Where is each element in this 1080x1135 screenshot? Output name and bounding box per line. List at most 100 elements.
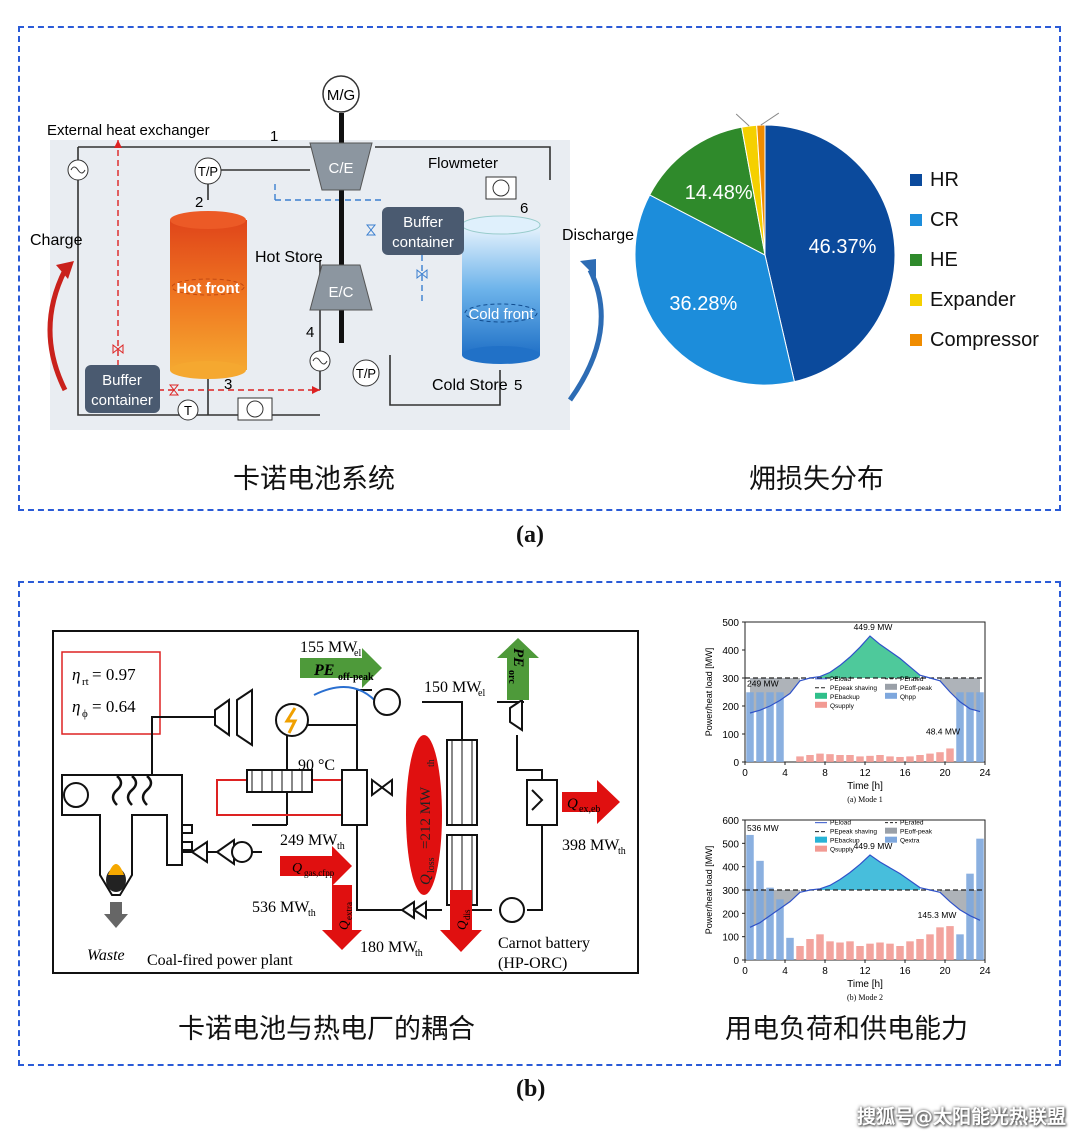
x-tick-label: 16 xyxy=(899,966,911,977)
carnot-caption: 卡诺电池系统 xyxy=(233,464,395,495)
bar-qsupply xyxy=(816,753,824,762)
legend-label: Qextra xyxy=(900,838,920,845)
pie-slice-he xyxy=(649,126,766,256)
y-tick-label: 300 xyxy=(722,674,739,685)
ce-label: C/E xyxy=(328,160,353,177)
panel-b-label: (b) xyxy=(516,1076,546,1102)
node-1: 1 xyxy=(270,128,278,145)
ec-label: E/C xyxy=(328,284,353,301)
legend-label-compressor: Compressor xyxy=(930,329,1039,351)
legend-label-he: HE xyxy=(930,249,958,271)
bar-qsupply xyxy=(906,756,914,762)
q-exeb: Q xyxy=(567,796,578,812)
legend-label: PEoff-peak xyxy=(900,685,933,692)
y-tick-label: 0 xyxy=(733,956,739,967)
coupling-schematic: η rt = 0.97 η ϕ = 0.64 Waste Coal-fired … xyxy=(52,630,639,974)
p536: 536 MW xyxy=(252,899,310,916)
annotation: 145.3 MW xyxy=(918,910,957,920)
bar-qsupply xyxy=(936,752,944,762)
y-tick-label: 500 xyxy=(722,839,739,850)
bar-qsupply xyxy=(906,941,914,960)
mg-label: M/G xyxy=(327,87,355,104)
legend-label: PEpeak shaving xyxy=(830,829,877,836)
node-2: 2 xyxy=(195,194,203,211)
node-5: 5 xyxy=(514,377,522,394)
y-tick-label: 500 xyxy=(722,618,739,629)
bar-qsupply xyxy=(916,755,924,762)
legend-swatch xyxy=(885,827,897,834)
p398: 398 MW xyxy=(562,837,620,854)
pe-offpeak: PE xyxy=(313,662,334,679)
x-axis-label: Time [h] xyxy=(847,781,883,792)
bar-qsupply xyxy=(796,756,804,762)
buffer-left-line1: Buffer xyxy=(102,372,142,389)
bar-qhpp xyxy=(756,692,764,762)
backup-area xyxy=(820,855,920,890)
exergy-caption: 㶲损失分布 xyxy=(749,464,884,495)
y-tick-label: 100 xyxy=(722,730,739,741)
pie-slice-compressor xyxy=(756,124,766,256)
legend-swatch xyxy=(885,836,897,843)
bar-qsupply xyxy=(876,755,884,762)
legend-label-hr: HR xyxy=(930,169,959,191)
bar-qsupply xyxy=(896,946,904,960)
bar-qsupply xyxy=(836,942,844,960)
x-tick-label: 4 xyxy=(782,966,788,977)
bar-qextra xyxy=(766,887,774,960)
p398-sub: th xyxy=(618,846,626,857)
y-tick-label: 400 xyxy=(722,863,739,874)
buffer-left-line2: container xyxy=(91,392,153,409)
p150: 150 MW xyxy=(424,679,482,696)
p249-sub: th xyxy=(337,841,345,852)
t-sensor: T xyxy=(184,403,192,418)
bar-qsupply xyxy=(866,755,874,762)
load-caption: 用电负荷和供电能力 xyxy=(725,1014,968,1045)
buffer-right-line2: container xyxy=(392,234,454,251)
bar-qextra xyxy=(786,937,794,960)
legend-label: PErated xyxy=(900,820,924,827)
legend-swatch-he xyxy=(910,254,922,266)
y-axis-label: Power/heat load [MW] xyxy=(704,846,714,935)
x-tick-label: 0 xyxy=(742,966,748,977)
pie-label-expander: 1.85% xyxy=(666,110,723,113)
bar-qextra xyxy=(776,899,784,960)
pie-slice-cr xyxy=(634,194,795,386)
x-tick-label: 8 xyxy=(822,966,828,977)
legend-swatch-compressor xyxy=(910,334,922,346)
bar-qextra xyxy=(976,838,984,960)
hp-orc-label: (HP-ORC) xyxy=(498,955,567,972)
pe-orc-sub: orc xyxy=(506,670,517,684)
cold-store-label: Cold Store xyxy=(432,377,508,394)
legend-swatch xyxy=(815,692,827,699)
panel-a-label: (a) xyxy=(516,522,544,548)
legend-label: PEbackup xyxy=(830,694,860,701)
waste-label: Waste xyxy=(87,947,125,964)
legend-swatch xyxy=(815,845,827,852)
y-tick-label: 100 xyxy=(722,933,739,944)
coupling-caption: 卡诺电池与热电厂的耦合 xyxy=(178,1014,475,1045)
x-tick-label: 16 xyxy=(899,768,911,779)
charge-label: Charge xyxy=(30,232,83,249)
flowmeter-label: Flowmeter xyxy=(428,155,498,172)
legend-label: Qsupply xyxy=(830,703,855,710)
legend-swatch-hr xyxy=(910,174,922,186)
load-line xyxy=(749,854,981,928)
hot-front-label: Hot front xyxy=(176,280,239,297)
chart-caption: (b) Mode 2 xyxy=(847,993,883,1002)
bar-qhpp xyxy=(976,692,984,762)
q-gas: Q xyxy=(292,861,302,876)
p180-sub: th xyxy=(415,948,423,959)
x-tick-label: 24 xyxy=(979,966,991,977)
tp-bottom: T/P xyxy=(356,366,376,381)
buffer-right-line1: Buffer xyxy=(403,214,443,231)
legend-label: Qsupply xyxy=(830,847,855,854)
node-3: 3 xyxy=(224,376,232,393)
annotation: 536 MW xyxy=(747,823,779,833)
q-extra-sub: extra xyxy=(344,902,354,920)
y-tick-label: 600 xyxy=(722,816,739,827)
eta-rt-val: = 0.97 xyxy=(92,665,136,684)
x-axis-label: Time [h] xyxy=(847,979,883,990)
bar-qextra xyxy=(966,873,974,960)
eta-rt: η xyxy=(72,665,80,684)
load-line xyxy=(749,635,981,714)
